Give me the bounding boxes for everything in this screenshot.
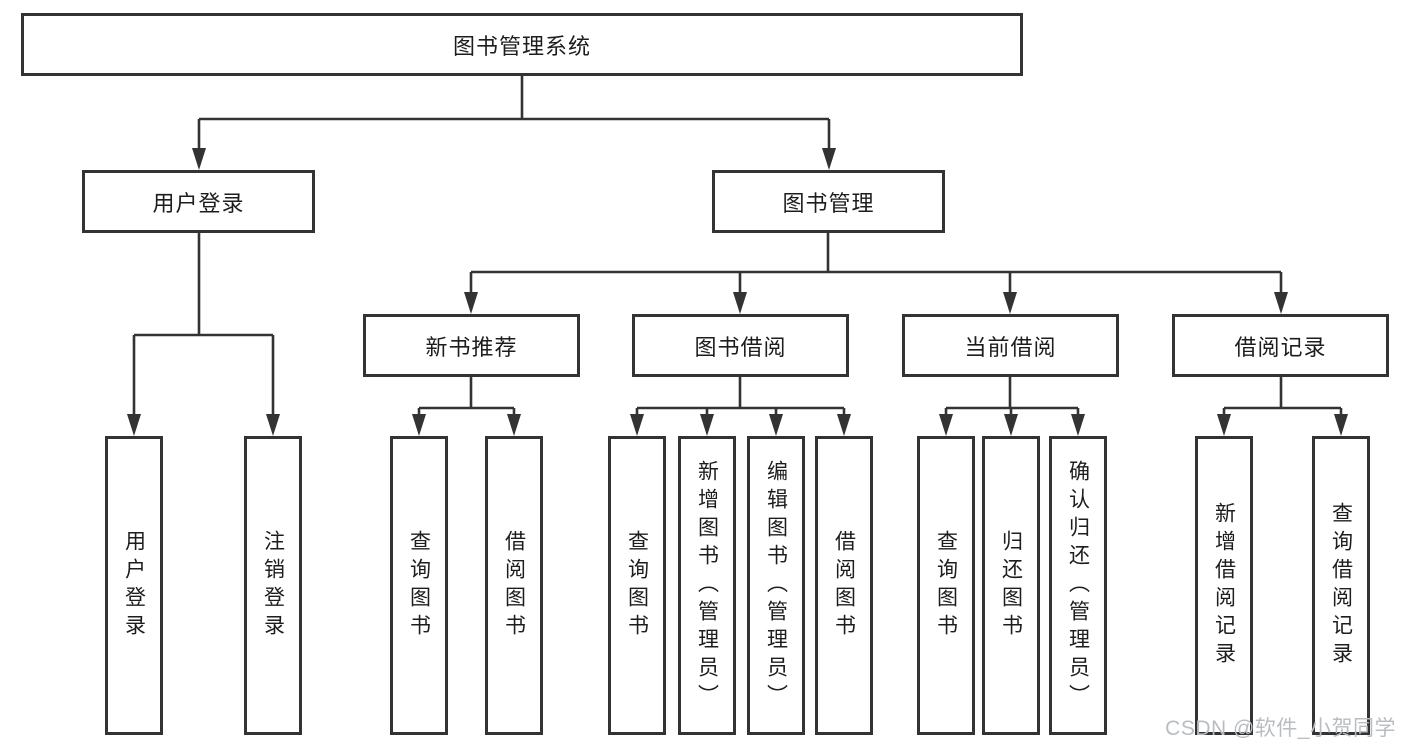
node-new-book-recommend: 新书推荐 (363, 314, 580, 377)
leaf-borrow-borrow-books: 借阅图书 (815, 436, 873, 735)
leaf-borrow-add-books-admin: 新增图书（管理员） (678, 436, 736, 735)
leaf-newbook-query-books: 查询图书 (390, 436, 448, 735)
leaf-borrow-query-books: 查询图书 (608, 436, 666, 735)
leaf-newbook-borrow-books: 借阅图书 (485, 436, 543, 735)
leaf-user-login: 用户登录 (105, 436, 163, 735)
leaf-logout: 注销登录 (244, 436, 302, 735)
node-book-borrowing: 图书借阅 (632, 314, 849, 377)
leaf-records-query-record: 查询借阅记录 (1312, 436, 1370, 735)
leaf-current-query-books: 查询图书 (917, 436, 975, 735)
node-current-borrowing: 当前借阅 (902, 314, 1119, 377)
node-root-system: 图书管理系统 (21, 13, 1023, 76)
leaf-current-return-books: 归还图书 (982, 436, 1040, 735)
leaf-records-add-record: 新增借阅记录 (1195, 436, 1253, 735)
leaf-borrow-edit-books-admin: 编辑图书（管理员） (747, 436, 805, 735)
node-book-management: 图书管理 (712, 170, 945, 233)
node-borrowing-records: 借阅记录 (1172, 314, 1389, 377)
node-user-login: 用户登录 (82, 170, 315, 233)
leaf-current-confirm-return-admin: 确认归还（管理员） (1049, 436, 1107, 735)
